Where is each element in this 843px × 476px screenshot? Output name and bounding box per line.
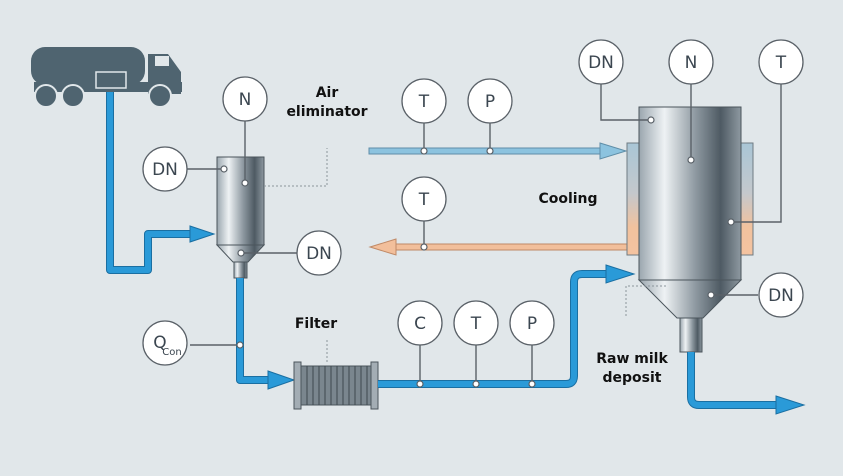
flow-arrow-icon — [599, 142, 628, 160]
sensor-label: P — [527, 314, 537, 334]
sensor-coolant-in-temp[interactable]: T — [401, 78, 447, 124]
sensor-label: P — [485, 92, 495, 112]
sensor-label: DN — [152, 160, 178, 180]
sensor-tank-density[interactable]: DN — [578, 39, 624, 85]
air-eliminator-callout-line — [264, 148, 328, 187]
flow-arrow-icon — [775, 395, 806, 415]
milk-pipe-outlet — [687, 352, 806, 415]
sensor-line-conductivity[interactable]: C — [397, 300, 443, 346]
raw-milk-deposit-label-line2: deposit — [603, 370, 662, 386]
sensor-tank-outlet-density[interactable]: DN — [758, 272, 804, 318]
flow-arrow-icon — [368, 238, 397, 256]
raw-milk-callout-line — [625, 285, 666, 318]
sensor-label: C — [414, 314, 426, 334]
sensor-label: T — [418, 190, 430, 210]
sensor-tank-temp[interactable]: T — [758, 39, 804, 85]
sensor-ae-density[interactable]: DN — [142, 146, 188, 192]
sensor-label: DN — [588, 53, 614, 73]
cooling-jacket-left — [626, 142, 640, 256]
sensor-flow[interactable]: Q Con — [142, 320, 188, 366]
filter-label: Filter — [295, 316, 337, 332]
air-eliminator-label-line1: Air — [316, 85, 339, 101]
coolant-inlet-pipe — [368, 142, 628, 160]
sensor-label: T — [470, 314, 482, 334]
sensor-label: T — [775, 53, 787, 73]
filter-unit — [293, 361, 379, 410]
sensor-tank-level[interactable]: N — [668, 39, 714, 85]
cooling-label: Cooling — [538, 191, 597, 207]
sensor-label: DN — [768, 286, 794, 306]
sensor-coolant-in-pressure[interactable]: P — [467, 78, 513, 124]
sensor-label: Q — [153, 333, 166, 353]
air-eliminator-vessel — [215, 156, 266, 279]
milk-pipe-to-tank — [378, 264, 636, 388]
air-eliminator-label-line2: eliminator — [286, 104, 367, 120]
sensor-label: DN — [306, 244, 332, 264]
flow-arrow-icon — [189, 225, 216, 243]
sensor-label: N — [239, 90, 252, 110]
sensor-sublabel: Con — [162, 347, 181, 358]
storage-tank — [637, 106, 743, 353]
sensor-ae-outlet-density[interactable]: DN — [296, 230, 342, 276]
cooling-jacket-right — [740, 142, 754, 256]
milk-pipe-inlet — [106, 92, 216, 274]
coolant-outlet-pipe — [368, 238, 629, 256]
flow-arrow-icon — [605, 264, 636, 284]
milk-truck-icon — [31, 47, 182, 108]
sensor-line-pressure[interactable]: P — [509, 300, 555, 346]
sensor-label: N — [685, 53, 698, 73]
sensor-line-temp[interactable]: T — [453, 300, 499, 346]
flow-arrow-icon — [267, 370, 296, 390]
sensor-ae-level[interactable]: N — [222, 76, 268, 122]
sensor-label: T — [418, 92, 430, 112]
milk-pipe-to-filter — [236, 278, 296, 390]
sensor-coolant-out-temp[interactable]: T — [401, 176, 447, 222]
raw-milk-deposit-label-line1: Raw milk — [596, 351, 668, 367]
